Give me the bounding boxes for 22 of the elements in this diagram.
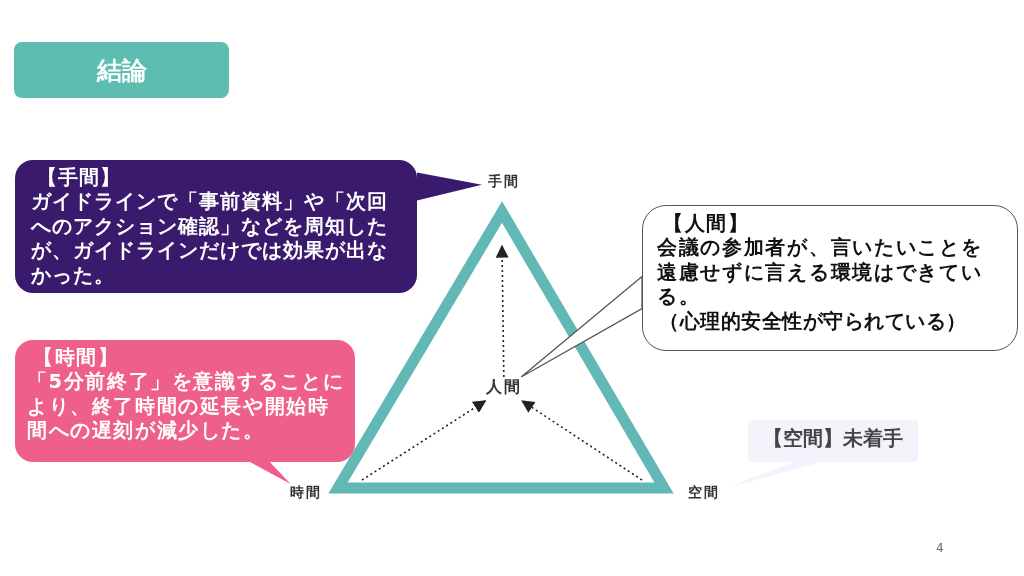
vertex-label: 空間 bbox=[682, 484, 726, 506]
callout-heading: 【時間】 bbox=[32, 346, 121, 371]
callout-tail bbox=[520, 275, 643, 378]
callout-box bbox=[15, 160, 417, 293]
callout-text: （心理的安全性が守られている） bbox=[658, 309, 968, 334]
callout-text: 会議の参加者が、言いたいことを遠慮せずに言える環境はできている。 bbox=[657, 236, 984, 310]
vertex-label: 時間 bbox=[284, 484, 328, 506]
callout-box bbox=[15, 340, 355, 462]
callout-tail bbox=[417, 172, 482, 201]
vertex-label: 手間 bbox=[482, 173, 526, 195]
callout-text: 【空間】未着手 bbox=[762, 427, 904, 452]
page-number: 4 bbox=[936, 541, 944, 555]
callout-tail bbox=[249, 462, 291, 484]
callout-text: ガイドラインで「事前資料」や「次回へのアクション確認」などを周知したが、ガイドラインだけでは効果が出なかった。 bbox=[31, 190, 389, 288]
title-box: 結論 bbox=[14, 42, 229, 98]
center-label: 人間 bbox=[474, 377, 534, 401]
dotted-arrow bbox=[361, 400, 487, 481]
dotted-arrow bbox=[521, 400, 643, 481]
callout-heading: 【手間】 bbox=[36, 166, 122, 191]
callout-text: 「5分前終了」を意識することにより、終了時間の延長や開始時間への遅刻が減少した。 bbox=[27, 370, 346, 444]
dotted-arrow bbox=[495, 244, 509, 378]
callout-heading: 【人間】 bbox=[662, 212, 751, 237]
